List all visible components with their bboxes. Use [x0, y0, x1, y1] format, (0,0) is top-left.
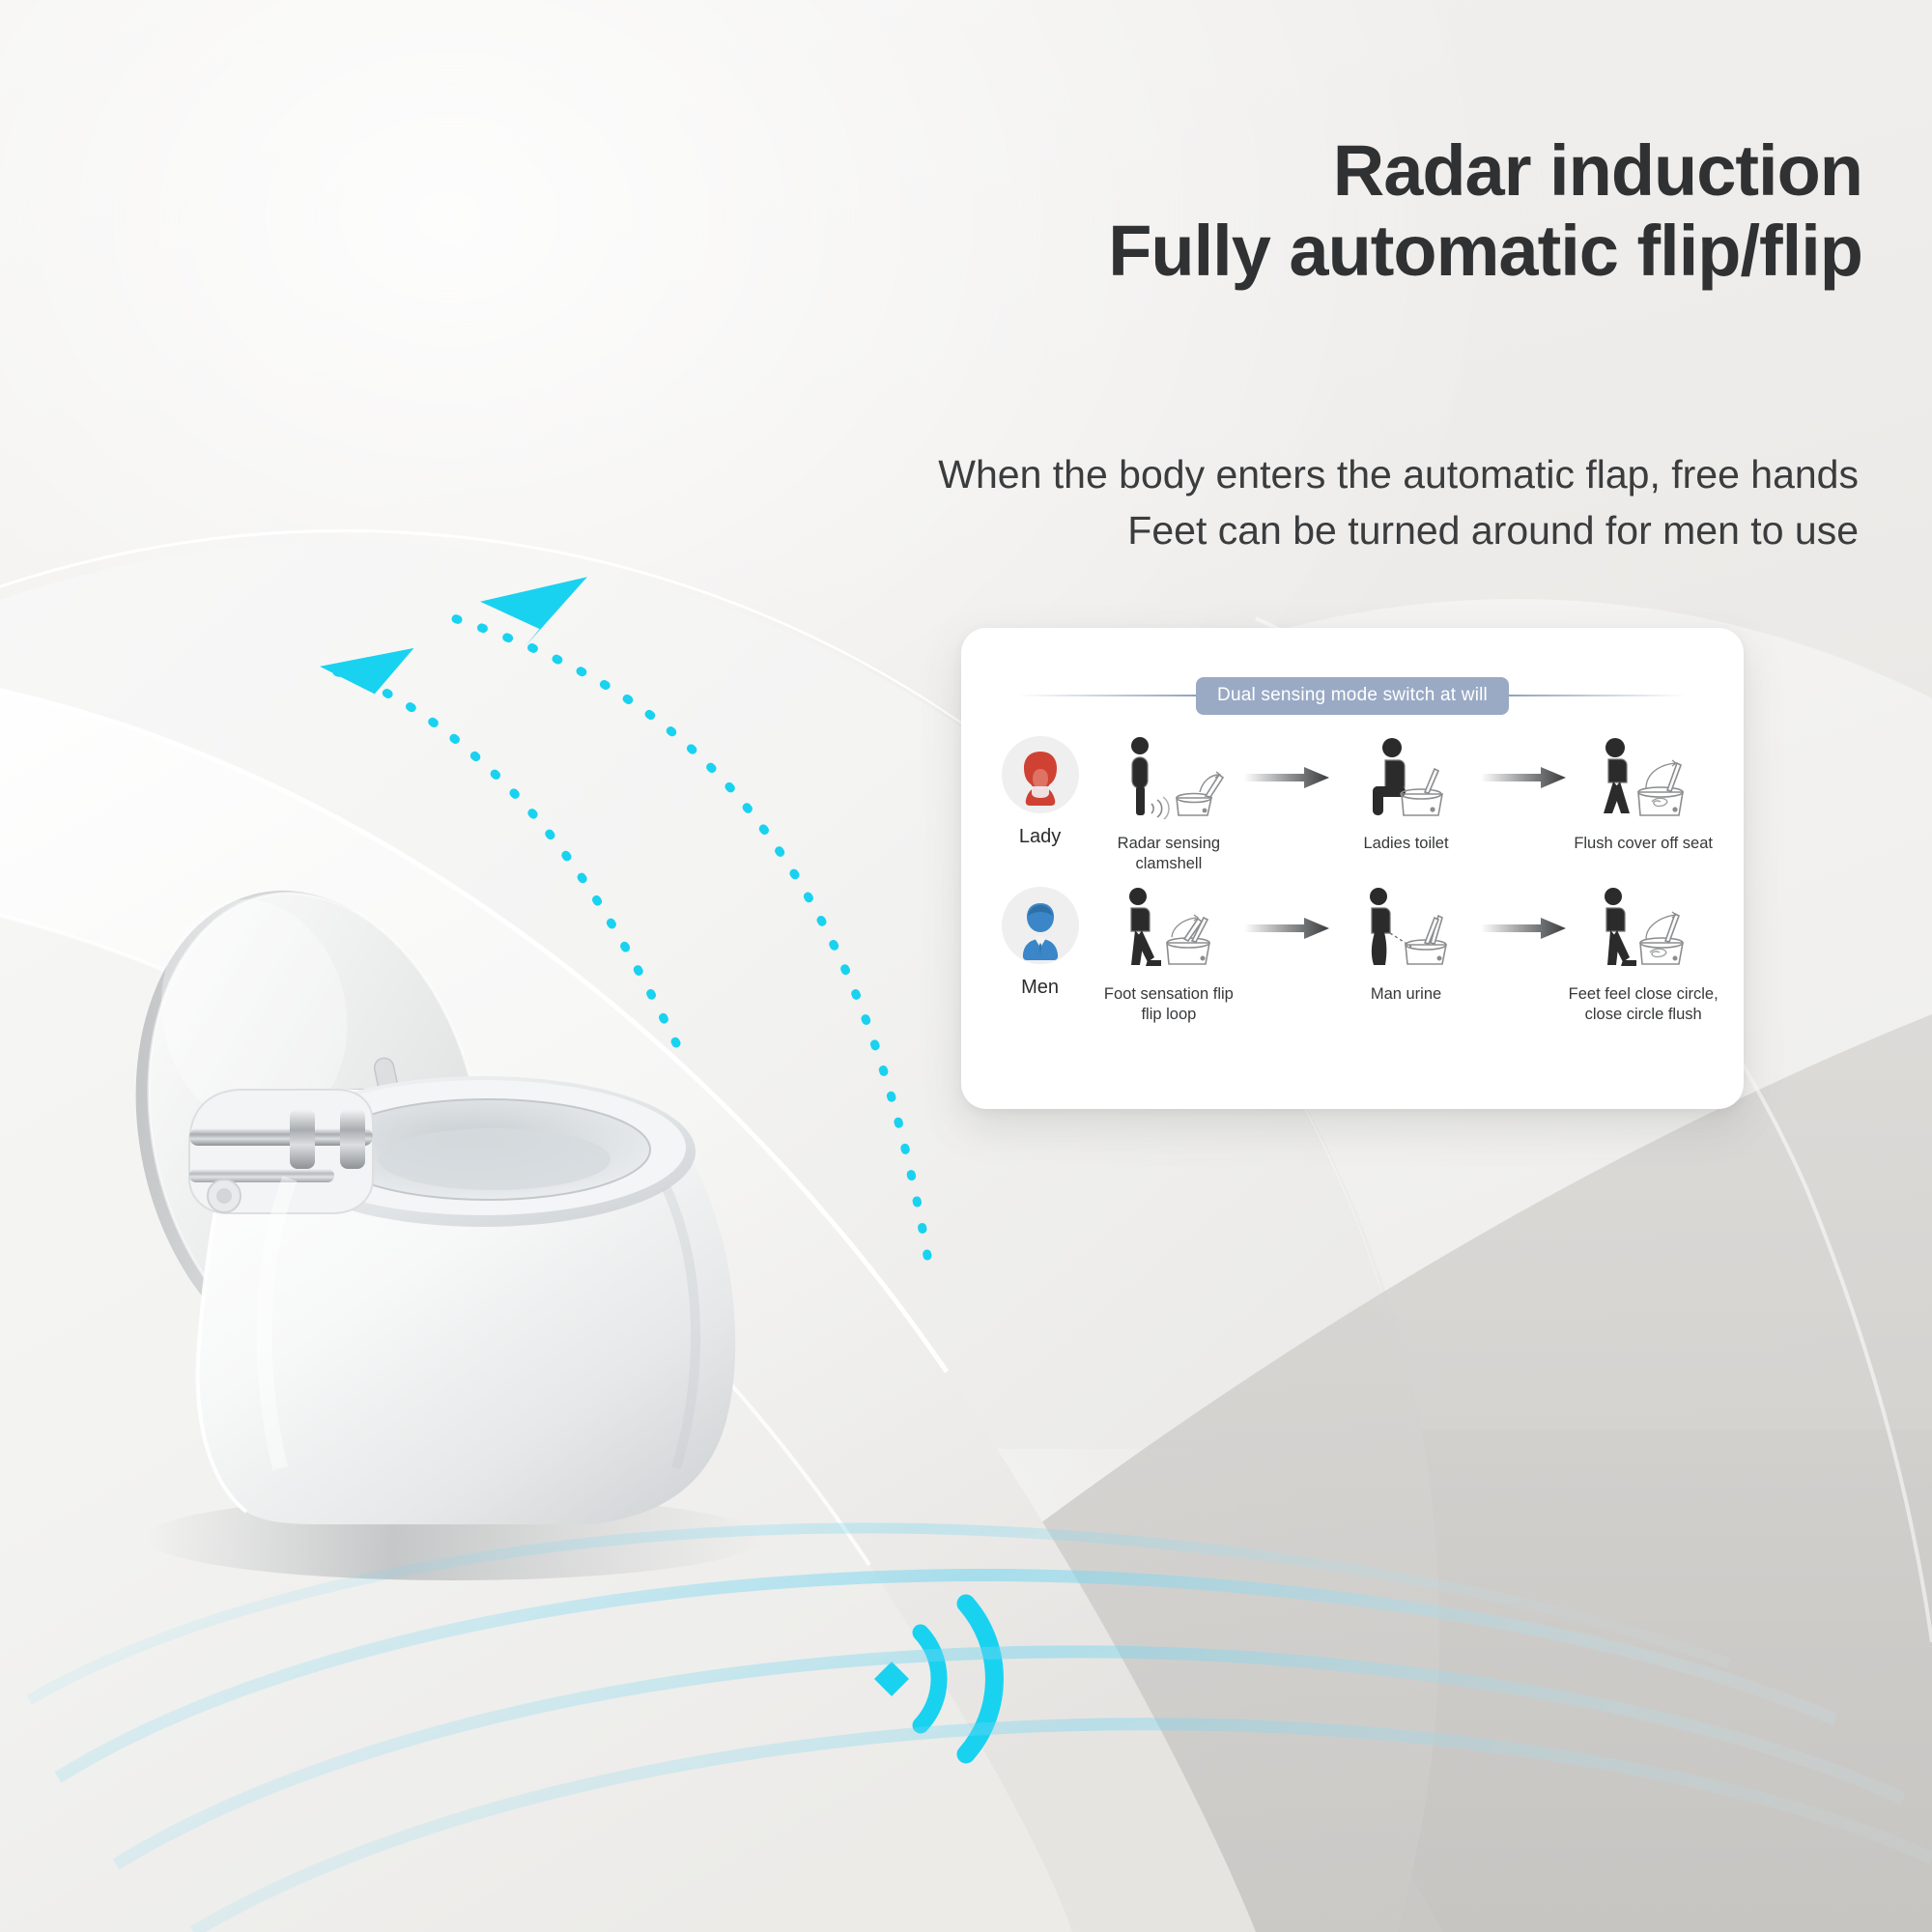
- subheadline-line-1: When the body enters the automatic flap,…: [938, 452, 1859, 497]
- step-label: Man urine: [1370, 985, 1442, 1003]
- flow-step-lady-2: Ladies toilet: [1331, 736, 1482, 854]
- flow-step-men-1: Foot sensation flip flip loop: [1094, 887, 1244, 1025]
- step-label: Ladies toilet: [1363, 835, 1449, 852]
- step-label: Foot sensation flip flip loop: [1103, 985, 1234, 1023]
- woman-avatar-icon: [1001, 736, 1079, 813]
- person-foot-sensor-lid-icon: [1111, 887, 1227, 970]
- smart-toilet-product-image: [135, 890, 763, 1580]
- flow-step-men-2: Man urine: [1331, 887, 1482, 1005]
- persona-label: Lady: [1018, 826, 1062, 847]
- arrow-right-icon: [1481, 887, 1568, 970]
- step-label: Radar sensing clamshell: [1117, 835, 1221, 872]
- header-rule-left: [1018, 695, 1197, 696]
- subheadline-line-2: Feet can be turned around for men to use: [1127, 508, 1859, 554]
- person-standing-radar-lid-open-icon: [1111, 736, 1227, 819]
- headline-block: Radar induction Fully automatic flip/fli…: [723, 130, 1863, 293]
- arrow-right-icon: [1243, 887, 1331, 970]
- step-label: Feet feel close circle, close circle flu…: [1568, 985, 1719, 1023]
- flow-step-lady-3: Flush cover off seat: [1568, 736, 1719, 854]
- header-rule-right: [1508, 695, 1687, 696]
- flow-row-lady: Lady: [986, 736, 1719, 881]
- headline-line-1: Radar induction: [1332, 130, 1863, 211]
- dual-sensing-info-card: Dual sensing mode switch at will: [961, 628, 1744, 1109]
- step-label: Flush cover off seat: [1574, 835, 1713, 852]
- persona-men: Men: [986, 887, 1094, 999]
- arrow-right-icon: [1481, 736, 1568, 819]
- card-badge: Dual sensing mode switch at will: [1196, 676, 1509, 715]
- person-seated-toilet-icon: [1353, 736, 1460, 819]
- flow-row-men: Men: [986, 887, 1719, 1032]
- person-standing-urinating-icon: [1353, 887, 1460, 970]
- persona-lady: Lady: [986, 736, 1094, 848]
- person-foot-close-flush-icon: [1590, 887, 1696, 970]
- flow-step-lady-1: Radar sensing clamshell: [1094, 736, 1244, 874]
- arrow-right-icon: [1243, 736, 1331, 819]
- person-walking-away-flush-icon: [1590, 736, 1696, 819]
- flow-step-men-3: Feet feel close circle, close circle flu…: [1568, 887, 1719, 1025]
- card-header: Dual sensing mode switch at will: [961, 676, 1744, 715]
- subheadline-block: When the body enters the automatic flap,…: [719, 446, 1859, 558]
- man-avatar-icon: [1001, 887, 1079, 964]
- persona-label: Men: [1021, 977, 1059, 998]
- headline-line-2: Fully automatic flip/flip: [1108, 210, 1863, 291]
